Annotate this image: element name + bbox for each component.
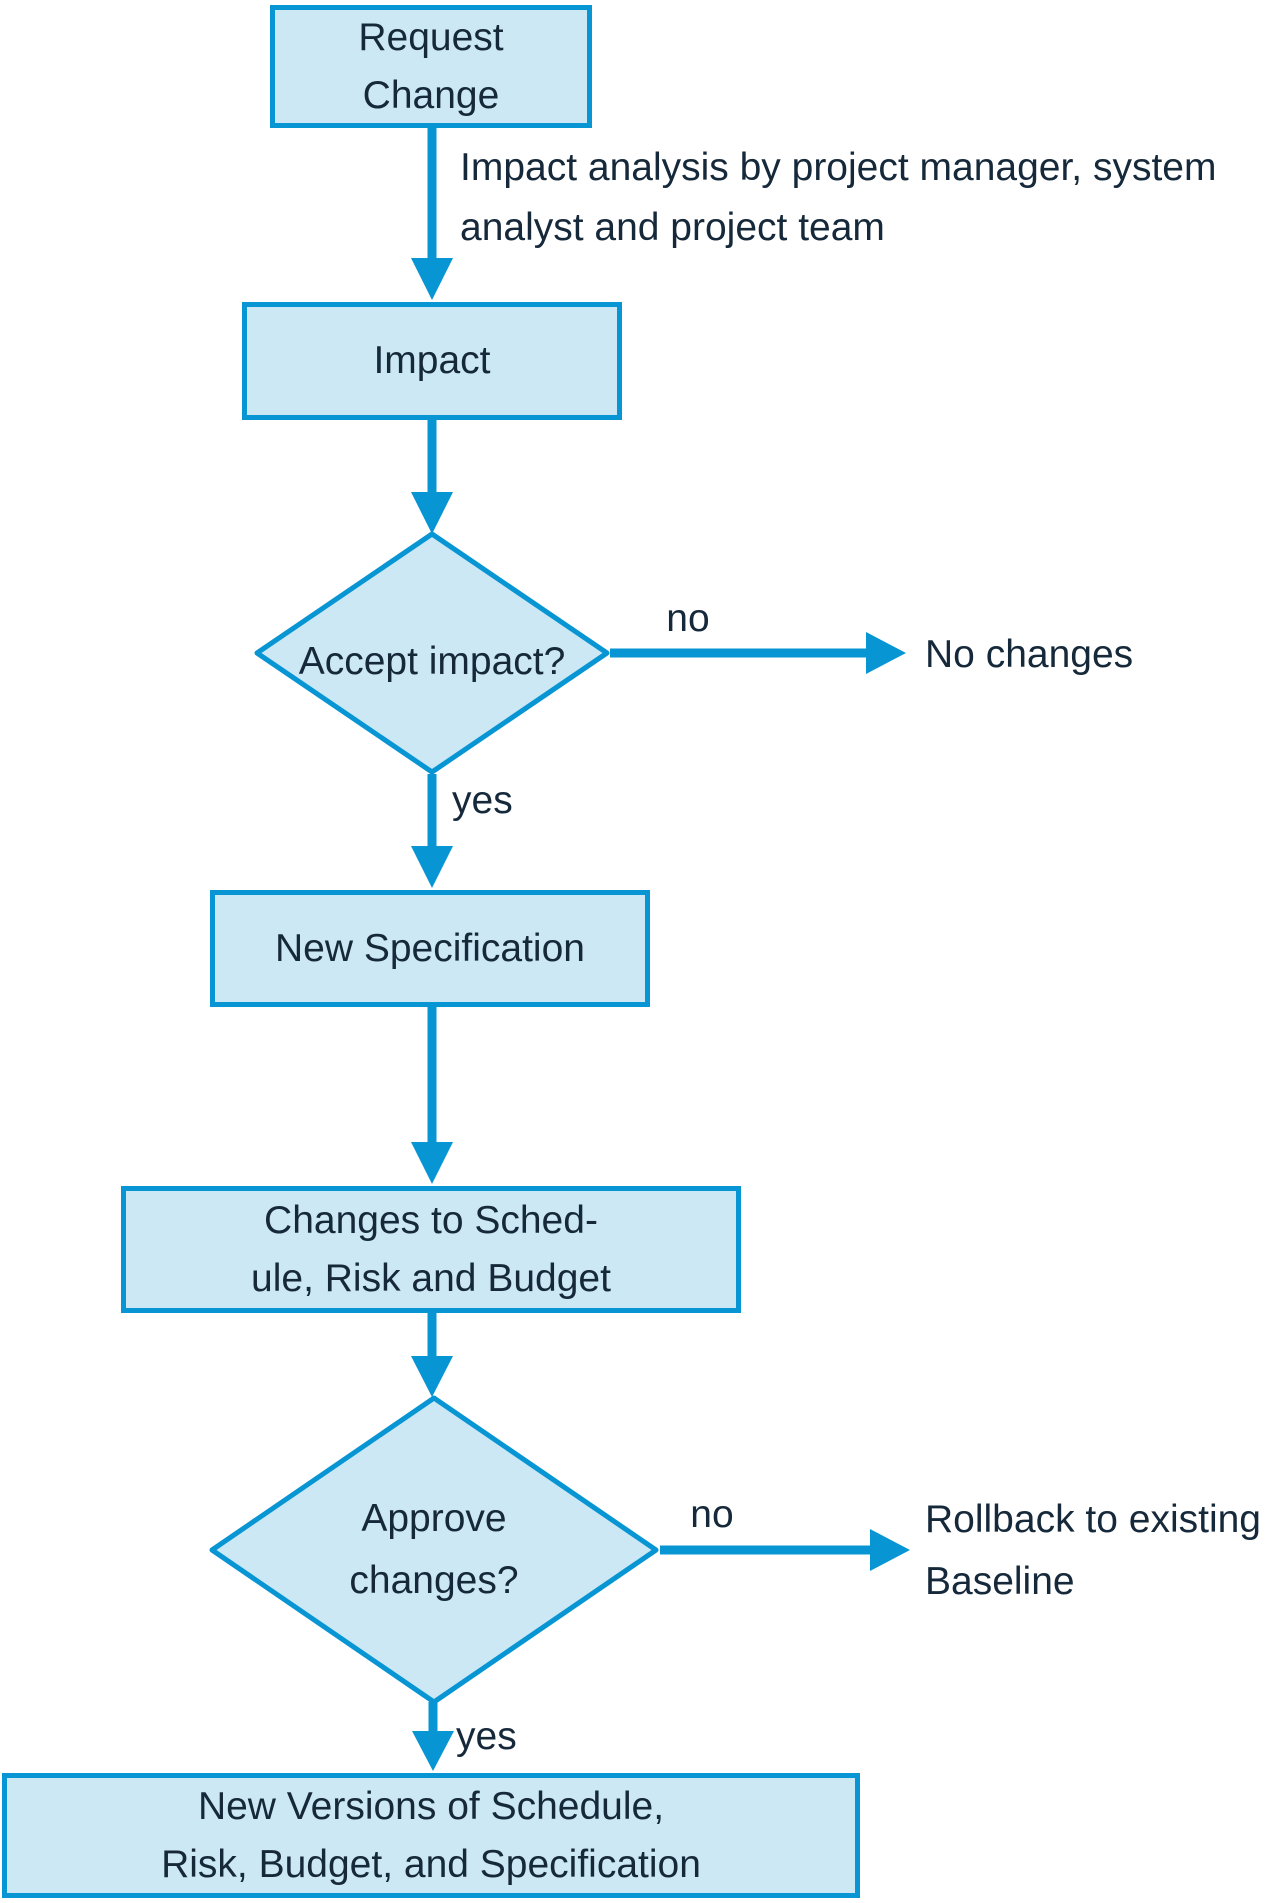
- decision-accept-impact-label: Accept impact?: [298, 640, 566, 683]
- edge-label-approve-no: no: [690, 1493, 734, 1536]
- connector-approve-yes-to-newversions: [412, 1702, 454, 1771]
- terminal-no-changes: No changes: [925, 633, 1134, 676]
- edge-label-accept-no: no: [666, 597, 710, 640]
- node-new-versions: New Versions of Schedule, Risk, Budget, …: [2, 1773, 860, 1898]
- connector-accept-no-to-no-changes: [610, 632, 906, 674]
- arrowhead-right-icon: [866, 632, 906, 674]
- arrowhead-down-icon: [411, 492, 453, 534]
- connector-request-to-impact: [411, 127, 453, 300]
- connector-changes-to-approve: [411, 1311, 453, 1397]
- edge-label-approve-yes: yes: [456, 1715, 517, 1758]
- arrowhead-down-icon: [411, 1142, 453, 1184]
- node-new-specification: New Specification: [210, 890, 650, 1007]
- arrowhead-down-icon: [412, 1731, 454, 1771]
- terminal-rollback-baseline: Rollback to existing Baseline: [925, 1498, 1261, 1603]
- connector-accept-yes-to-newspec: [411, 774, 453, 888]
- arrowhead-right-icon: [870, 1529, 910, 1571]
- node-request-change: Request Change: [270, 5, 592, 128]
- decision-approve-changes: [209, 1395, 659, 1705]
- decision-accept-impact: [254, 531, 610, 775]
- edge-label-accept-yes: yes: [452, 779, 513, 822]
- connector-approve-no-to-rollback: [660, 1529, 910, 1571]
- arrowhead-down-icon: [411, 1356, 453, 1397]
- edge-note-impact-analysis: Impact analysis by project manager, syst…: [460, 146, 1217, 249]
- node-changes-schedule-risk-budget: Changes to Sched- ule, Risk and Budget: [121, 1186, 741, 1313]
- arrowhead-down-icon: [411, 846, 453, 888]
- connector-impact-to-accept: [411, 420, 453, 534]
- decision-approve-changes-label: Approve changes?: [349, 1497, 519, 1602]
- arrowhead-down-icon: [411, 258, 453, 300]
- connector-newspec-to-changes: [411, 1005, 453, 1184]
- node-impact: Impact: [242, 302, 622, 420]
